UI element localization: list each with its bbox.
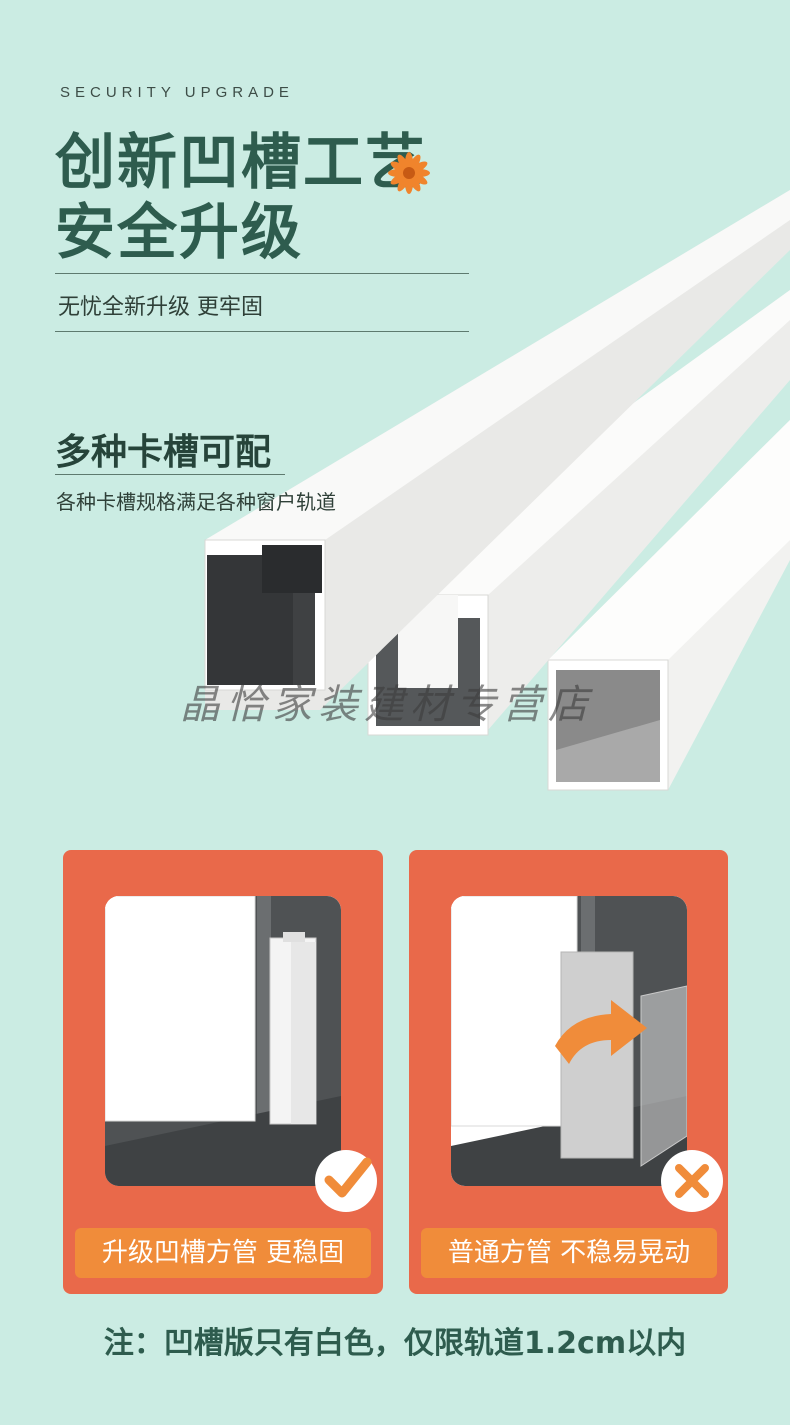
profile-tubes-illustration xyxy=(204,190,790,791)
window-photo-good xyxy=(105,896,341,1186)
divider-top xyxy=(55,273,469,274)
cross-badge xyxy=(661,1150,723,1212)
window-photo-bad xyxy=(451,896,687,1186)
flower-icon xyxy=(388,152,430,194)
comparison-card-good: 升级凹槽方管 更稳固 xyxy=(63,850,383,1294)
comparison-card-bad: 普通方管 不稳易晃动 xyxy=(409,850,728,1294)
footnote: 注：凹槽版只有白色，仅限轨道1.2cm以内 xyxy=(103,1326,687,1361)
feature-divider xyxy=(55,474,285,475)
headline-line-1: 创新凹槽工艺 xyxy=(55,128,427,198)
label-good: 升级凹槽方管 更稳固 xyxy=(75,1228,371,1278)
feature-description: 各种卡槽规格满足各种窗户轨道 xyxy=(56,490,336,514)
feature-heading: 多种卡槽可配 xyxy=(55,432,272,473)
cross-icon xyxy=(675,1164,709,1198)
eyebrow-text: SECURITY UPGRADE xyxy=(60,84,294,101)
label-bad: 普通方管 不稳易晃动 xyxy=(421,1228,717,1278)
headline-line-2: 安全升级 xyxy=(55,198,303,268)
check-badge xyxy=(315,1150,377,1212)
check-icon xyxy=(324,1157,372,1198)
subtitle-text: 无忧全新升级 更牢固 xyxy=(58,295,263,320)
divider-bottom xyxy=(55,331,469,332)
store-watermark: 晶恰家装建材专营店 xyxy=(180,682,594,728)
